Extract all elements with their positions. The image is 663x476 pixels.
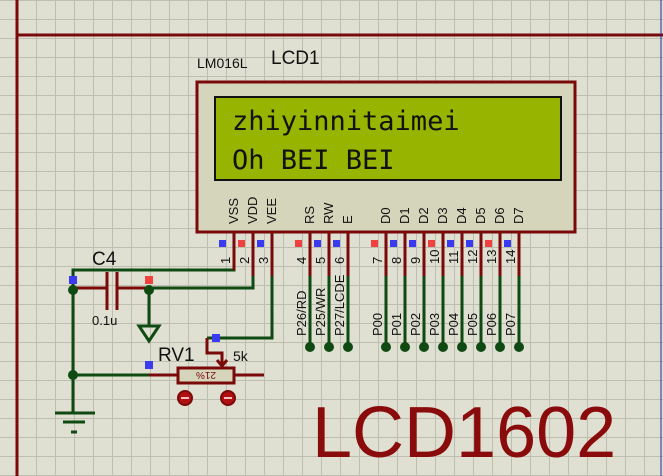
pin-marker-rv1-left bbox=[145, 361, 153, 369]
pin-state-marker-2 bbox=[238, 240, 245, 247]
junction-c4-right bbox=[144, 285, 154, 295]
net-label: P07 bbox=[503, 313, 518, 336]
pot-position: 21% bbox=[196, 369, 216, 380]
pin-marker-c4-2 bbox=[145, 276, 153, 284]
lcd-pin-number: 12 bbox=[465, 250, 480, 264]
net-label: P25/WR bbox=[313, 288, 328, 336]
pot-ref: RV1 bbox=[158, 345, 195, 366]
net-label: P27/LCDE bbox=[332, 274, 347, 336]
pin-state-marker-9 bbox=[409, 240, 416, 247]
capacitor-ref: C4 bbox=[92, 249, 117, 270]
capacitor-c4[interactable]: C4 0.1u bbox=[69, 249, 153, 328]
lcd-pin-number: 1 bbox=[218, 257, 233, 264]
lcd-part-label: LM016L bbox=[197, 55, 248, 71]
wire-vdd bbox=[149, 262, 255, 290]
pot-increment-button[interactable] bbox=[220, 390, 236, 406]
net-label: P03 bbox=[427, 313, 442, 336]
lcd-pin-number: 3 bbox=[256, 257, 271, 264]
pin-state-marker-1 bbox=[219, 240, 226, 247]
net-terminal-11[interactable] bbox=[457, 342, 467, 352]
pin-state-marker-5 bbox=[314, 240, 321, 247]
ground-icon bbox=[55, 411, 95, 434]
pin-state-marker-4 bbox=[295, 240, 302, 247]
lcd-pin-number: 13 bbox=[484, 250, 499, 264]
lcd-pin-number: 9 bbox=[408, 257, 423, 264]
pot-value: 5k bbox=[233, 348, 249, 364]
net-terminal-9[interactable] bbox=[419, 342, 429, 352]
lcd-pin-label-d1: D1 bbox=[397, 207, 412, 224]
lcd-pin-label-d7: D7 bbox=[511, 207, 526, 224]
pin-state-marker-14 bbox=[504, 240, 511, 247]
net-terminal-14[interactable] bbox=[514, 342, 524, 352]
junction-c4-left bbox=[68, 285, 78, 295]
net-terminal-8[interactable] bbox=[400, 342, 410, 352]
junction-gnd bbox=[68, 370, 78, 380]
pin-state-marker-3 bbox=[257, 240, 264, 247]
lcd-pin-label-d2: D2 bbox=[416, 207, 431, 224]
net-label: P26/RD bbox=[294, 290, 309, 336]
net-terminal-12[interactable] bbox=[476, 342, 486, 352]
lcd-pin-number: 10 bbox=[427, 250, 442, 264]
net-label: P00 bbox=[370, 313, 385, 336]
pin-state-marker-8 bbox=[390, 240, 397, 247]
lcd-pin-label-vss: VSS bbox=[226, 198, 241, 224]
lcd-pin-number: 8 bbox=[389, 257, 404, 264]
potentiometer-rv1[interactable]: RV1 5k 21% bbox=[145, 334, 264, 406]
net-label: P02 bbox=[408, 313, 423, 336]
pot-wiper bbox=[205, 338, 224, 366]
lcd-pin-label-d3: D3 bbox=[435, 207, 450, 224]
lcd-pin-label-rs: RS bbox=[302, 206, 317, 224]
lcd-pin-label-e: E bbox=[340, 215, 355, 224]
power-wires bbox=[71, 245, 274, 413]
net-label: P05 bbox=[465, 313, 480, 336]
net-terminal-4[interactable] bbox=[305, 342, 315, 352]
net-label: P01 bbox=[389, 313, 404, 336]
lcd-pin-number: 11 bbox=[446, 251, 461, 265]
pin-state-marker-7 bbox=[371, 240, 378, 247]
lcd-pin-number: 5 bbox=[313, 257, 328, 264]
net-terminal-6[interactable] bbox=[343, 342, 353, 352]
pin-state-marker-11 bbox=[447, 240, 454, 247]
pin-stubs-power bbox=[232, 232, 274, 276]
net-terminal-10[interactable] bbox=[438, 342, 448, 352]
pin-state-marker-10 bbox=[428, 240, 435, 247]
lcd-pin-label-d6: D6 bbox=[492, 207, 507, 224]
net-terminal-7[interactable] bbox=[381, 342, 391, 352]
net-label: P04 bbox=[446, 313, 461, 336]
lcd-ref-label: LCD1 bbox=[271, 48, 320, 69]
lcd-pin-number: 2 bbox=[237, 257, 252, 264]
wire-vee bbox=[207, 262, 274, 340]
lcd-line-1: zhiyinnitaimei bbox=[232, 106, 460, 137]
schematic-title: LCD1602 bbox=[312, 393, 616, 473]
pin-marker-c4-1 bbox=[69, 276, 77, 284]
lcd-pin-label-d0: D0 bbox=[378, 207, 393, 224]
lcd-pin-label-vdd: VDD bbox=[245, 197, 260, 224]
lcd-line-2: Oh BEI BEI bbox=[232, 145, 395, 176]
lcd-pin-label-vee: VEE bbox=[264, 198, 279, 224]
lcd-pin-label-d5: D5 bbox=[473, 207, 488, 224]
net-label: P06 bbox=[484, 313, 499, 336]
lcd-pin-label-d4: D4 bbox=[454, 207, 469, 224]
lcd-pin-number: 7 bbox=[370, 257, 385, 264]
pin-marker-rv1-wiper bbox=[212, 334, 220, 342]
pot-decrement-button[interactable] bbox=[177, 390, 193, 406]
pin-state-marker-6 bbox=[333, 240, 340, 247]
power-terminal-icon bbox=[136, 324, 162, 344]
lcd-pin-number: 4 bbox=[294, 257, 309, 264]
pot-wiper-arrow bbox=[215, 359, 229, 369]
capacitor-value: 0.1u bbox=[92, 313, 117, 328]
pin-state-marker-13 bbox=[485, 240, 492, 247]
net-terminal-13[interactable] bbox=[495, 342, 505, 352]
lcd-pin-label-rw: RW bbox=[321, 202, 336, 224]
lcd-screen bbox=[214, 96, 562, 181]
net-terminal-5[interactable] bbox=[324, 342, 334, 352]
lcd-pin-number: 6 bbox=[332, 257, 347, 264]
lcd-pin-number: 14 bbox=[503, 250, 518, 264]
pin-state-marker-12 bbox=[466, 240, 473, 247]
